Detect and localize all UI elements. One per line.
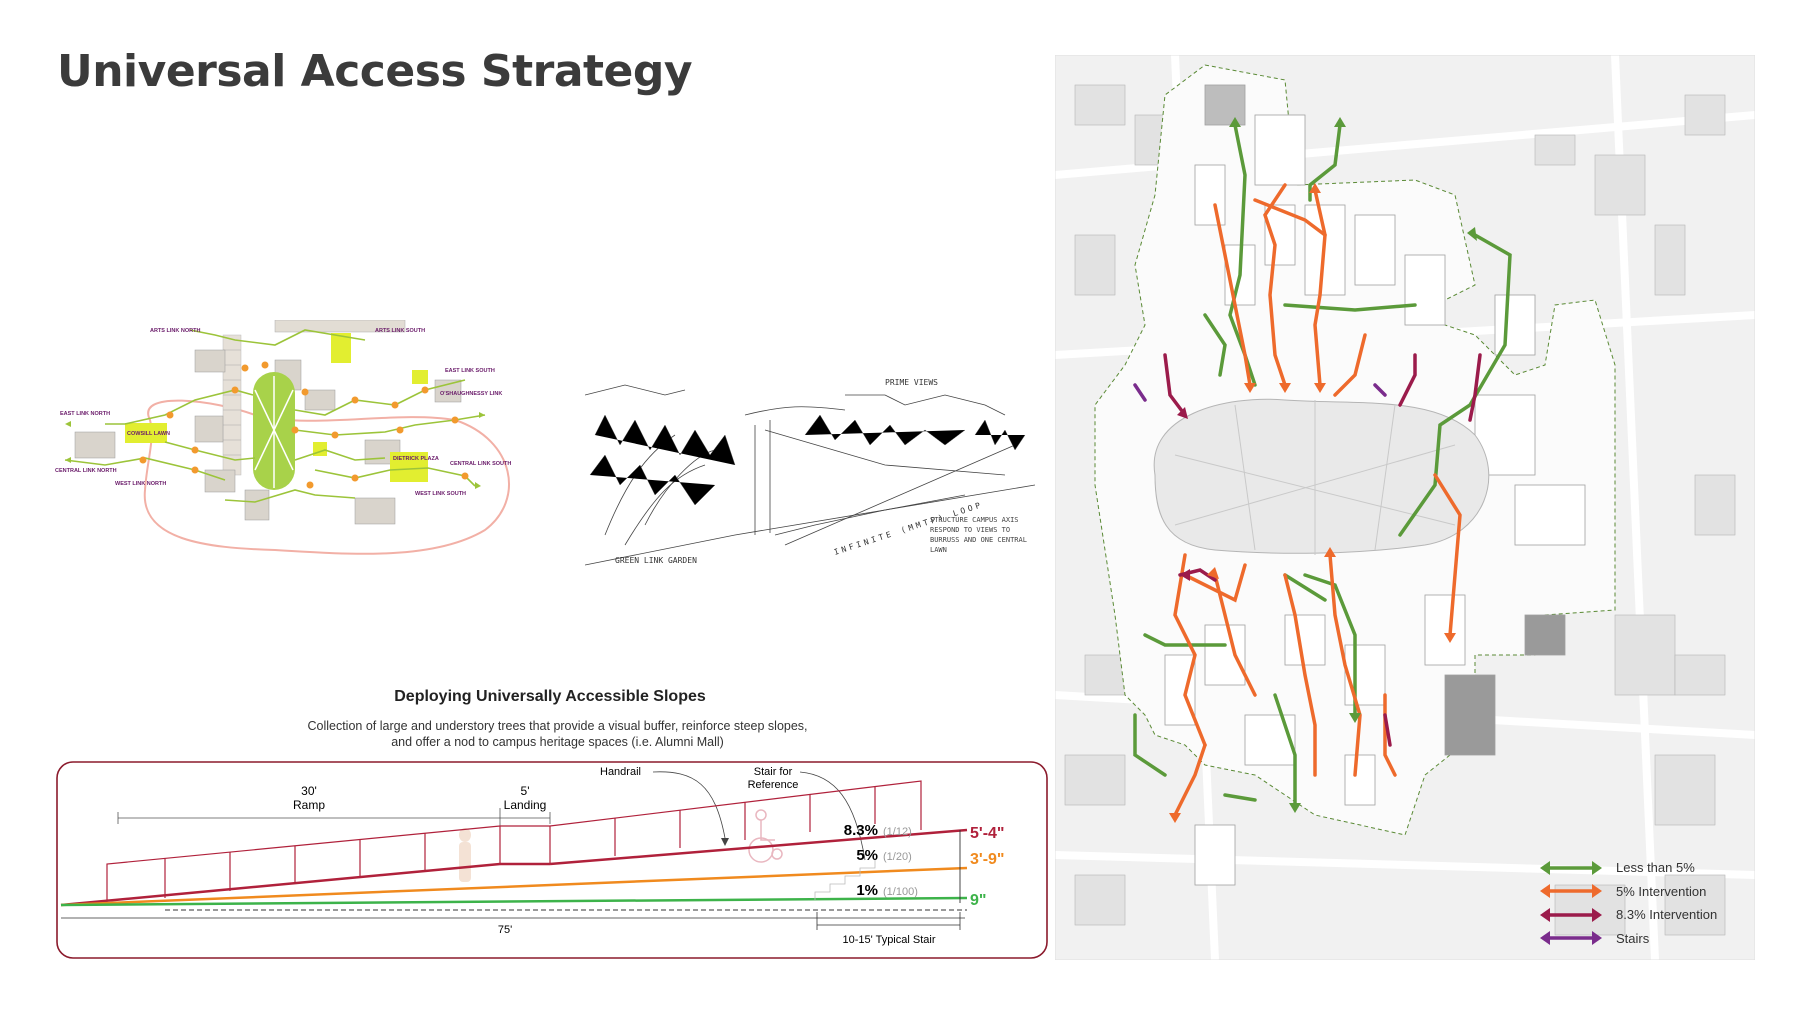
slope-line-1 <box>60 896 968 907</box>
slope-pct-0: 8.3% <box>844 822 878 839</box>
stair-ref-line1: Stair for <box>754 766 793 778</box>
sketch-green-link: GREEN LINK GARDEN <box>615 556 697 565</box>
legend-item: 5% Intervention <box>1540 880 1760 904</box>
rise-0: 5'-4" <box>970 825 1005 842</box>
label-west-south: WEST LINK SOUTH <box>415 491 466 497</box>
landing-label: Landing <box>504 798 547 812</box>
slopes-title: Deploying Universally Accessible Slopes <box>394 688 706 705</box>
landing-len: 5' <box>521 784 530 798</box>
legend-label: Stairs <box>1616 930 1650 946</box>
rise-2: 9" <box>970 892 986 909</box>
rise-1: 3'-9" <box>970 851 1005 868</box>
slope-line-5 <box>60 866 968 907</box>
building-band <box>222 334 242 476</box>
label-arts-north: ARTS LINK NORTH <box>150 328 200 334</box>
cowsill-lawn-plaza <box>125 423 167 443</box>
page-title: Universal Access Strategy <box>57 46 693 97</box>
campus-map <box>1055 55 1755 960</box>
drillfield <box>1153 398 1490 554</box>
legend-label: 5% Intervention <box>1616 883 1707 899</box>
slope-frame <box>56 761 1048 959</box>
legend-label: 8.3% Intervention <box>1616 907 1718 923</box>
double-arrow-icon <box>1540 860 1602 875</box>
label-west-north: WEST LINK NORTH <box>115 481 166 487</box>
ramp-label: Ramp <box>293 798 325 812</box>
legend-item: Less than 5% <box>1540 856 1760 880</box>
dietrick-plaza-box <box>390 452 428 482</box>
double-arrow-icon <box>1540 884 1602 899</box>
legend-label: Less than 5% <box>1616 860 1695 876</box>
label-arts-south: ARTS LINK SOUTH <box>375 328 425 334</box>
slope-diagram: 30' Ramp 5' Landing Handrail Stair for R… <box>56 761 1048 959</box>
slope-pct-2: 1% <box>856 882 878 899</box>
map-legend: Less than 5% 5% Intervention 8.3% Interv… <box>1540 856 1760 950</box>
sketch-note: STRUCTURE CAMPUS AXIS RESPOND TO VIEWS T… <box>930 516 1027 554</box>
label-dietrick: DIETRICK PLAZA <box>393 456 439 462</box>
slope-ratio-1: (1/20) <box>883 851 912 863</box>
slope-line-8-3 <box>60 862 501 907</box>
slopes-description: Collection of large and understory trees… <box>307 719 808 749</box>
label-central-north: CENTRAL LINK NORTH <box>55 468 117 474</box>
label-oshaughnessy: O'SHAUGHNESSY LINK <box>440 391 502 397</box>
slope-pct-1: 5% <box>856 847 878 864</box>
label-central-south: CENTRAL LINK SOUTH <box>450 461 511 467</box>
ramp-len: 30' <box>301 784 317 798</box>
label-cowsill: COWSILL LAWN <box>127 431 170 437</box>
stair-ref-line2: Reference <box>748 779 799 791</box>
perspective-sketch: INFINITE (MMTP) LOOP PRIME VIEWS GREEN L… <box>585 378 1035 566</box>
double-arrow-icon <box>1540 907 1602 922</box>
legend-item: Stairs <box>1540 927 1760 951</box>
label-east-south: EAST LINK SOUTH <box>445 368 495 374</box>
label-east-north: EAST LINK NORTH <box>60 411 110 417</box>
legend-item: 8.3% Intervention <box>1540 903 1760 927</box>
stair-len: 10-15' Typical Stair <box>842 934 935 946</box>
slope-ratio-0: (1/12) <box>883 826 912 838</box>
double-arrow-icon <box>1540 931 1602 946</box>
total-len: 75' <box>498 924 512 936</box>
slope-ratio-2: (1/100) <box>883 886 918 898</box>
sketch-prime-label: PRIME VIEWS <box>885 378 938 387</box>
concept-diagram: ARTS LINK NORTH ARTS LINK SOUTH EAST LIN… <box>55 320 511 555</box>
handrail-label: Handrail <box>600 766 641 778</box>
